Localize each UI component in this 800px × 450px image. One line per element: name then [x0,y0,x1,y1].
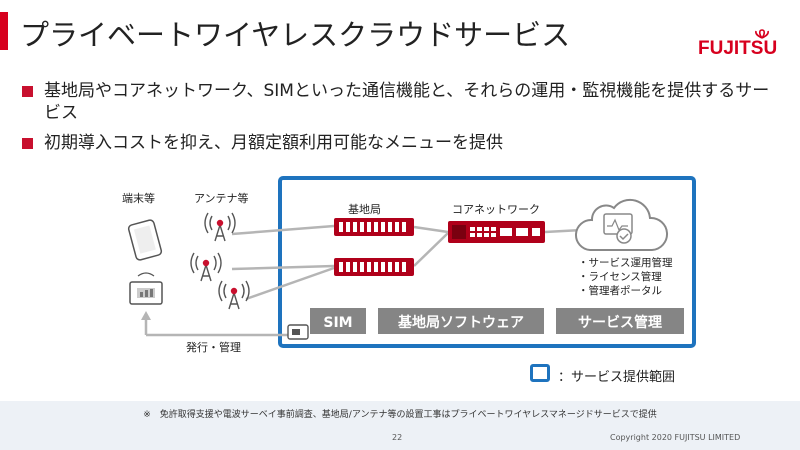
footnote: ※ 免許取得支援や電波サーベイ事前調査、基地局/アンテナ等の設置工事はプライベー… [143,410,657,420]
base-station-icon [334,258,414,276]
core-network-icon [448,221,545,243]
sim-bar [310,308,366,334]
bullet-item: 基地局やコアネットワーク、SIMといった通信機能と、それらの運用・監視機能を提供… [20,80,780,124]
cloud-service-item: ・ライセンス管理 [578,271,662,283]
sim-bar-label: SIM [323,315,352,331]
bullet-list: 基地局やコアネットワーク、SIMといった通信機能と、それらの運用・監視機能を提供… [20,80,780,162]
bullet-item: 初期導入コストを抑え、月額定額利用可能なメニューを提供 [20,132,780,154]
cloud-icon [574,198,668,251]
smartphone-icon [127,219,163,261]
legend-scope-swatch [530,364,550,382]
cloud-service-list: ・サービス運用管理 ・ライセンス管理 ・管理者ポータル [578,256,673,298]
copyright: Copyright 2020 FUJITSU LIMITED [610,433,741,442]
bs-software-bar-label: 基地局ソフトウェア [398,314,524,331]
title-accent-bar [0,12,8,50]
page-number: 22 [392,433,403,442]
core-network-label: コアネットワーク [452,203,540,216]
cloud-service-item: ・管理者ポータル [578,285,662,297]
antenna-icon [218,280,250,310]
legend-text: ：サービス提供範囲 [558,370,676,385]
antenna-icon [204,212,236,242]
terminal-label: 端末等 [122,192,155,205]
service-mgmt-bar-label: サービス管理 [578,314,662,331]
issue-management-label: 発行・管理 [186,341,241,354]
logo-text: FUJITSU [698,38,777,58]
fujitsu-logo: FUJITSU [698,29,777,58]
base-station-icon [334,218,414,236]
service-scope-frame [278,176,696,348]
footer-band [0,401,800,450]
antenna-icon [190,252,222,282]
page-title: プライベートワイヤレスクラウドサービス [20,18,571,52]
connection-lines [144,224,583,337]
sim-card-icon [287,324,309,340]
bs-software-bar [378,308,544,334]
arrow-head [141,311,151,320]
antenna-label: アンテナ等 [194,192,249,205]
base-station-label: 基地局 [348,203,381,216]
service-mgmt-bar [556,308,684,334]
tablet-icon [129,281,163,305]
cloud-service-item: ・サービス運用管理 [578,257,673,269]
